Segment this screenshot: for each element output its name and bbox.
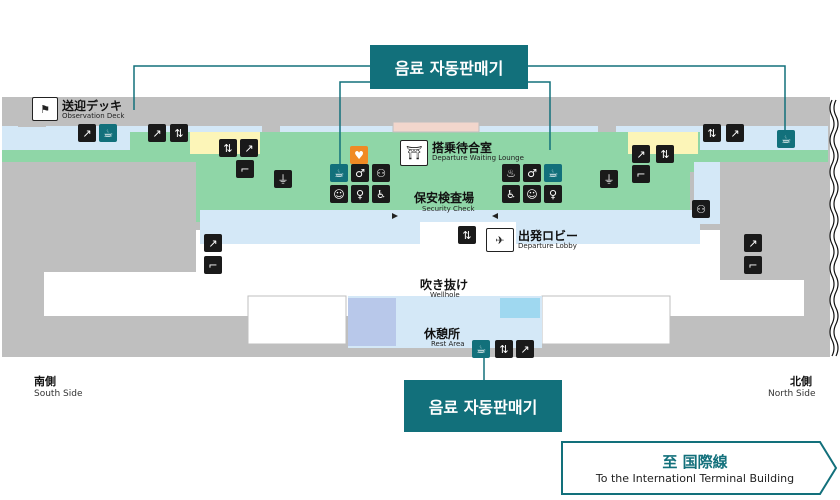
leader-top-mid-right [528, 81, 551, 150]
wheelchair-icon: ♿ [372, 185, 390, 203]
stairs-icon: ⌐ [204, 256, 222, 274]
rest-right-block [541, 295, 671, 345]
elevator-icon: ⇅ [219, 139, 237, 157]
restroom-icon: ⚇ [692, 200, 710, 218]
wellhole-sublabel: Wellhole [430, 291, 460, 299]
restroom-icon: ♂ [351, 164, 369, 182]
elevator-icon: ⇅ [656, 145, 674, 163]
pillar-2 [262, 97, 280, 132]
elevator-icon: ⇅ [170, 124, 188, 142]
baby-icon: ☺ [523, 185, 541, 203]
escalator-icon: ↗ [148, 124, 166, 142]
north-side-sublabel: North Side [768, 389, 816, 399]
escalator-icon: ↗ [726, 124, 744, 142]
elevator-icon: ⇅ [703, 124, 721, 142]
rest-shaded-2 [500, 298, 540, 318]
south-side-label: 南側 [34, 375, 56, 388]
vending-callout-top: 음료 자동판매기 [370, 45, 528, 89]
lounge-icon: ⛩ [400, 140, 428, 166]
direction-arrow-shape [561, 441, 838, 495]
arrow-right-marker [492, 213, 498, 219]
elevator-icon: ⇅ [458, 226, 476, 244]
upper-green-right [690, 150, 828, 162]
observation-deck-icon: ⚑ [32, 97, 58, 121]
escalator-icon: ↗ [744, 234, 762, 252]
smoking-icon: ♨ [502, 164, 520, 182]
north-side-label: 北側 [790, 375, 812, 388]
pillar-3 [598, 97, 616, 132]
restroom-icon: ♀ [351, 185, 369, 203]
escalator-icon: ↗ [204, 234, 222, 252]
observation-deck-label: 送迎デッキ [62, 99, 123, 113]
wheelchair-icon: ♿ [502, 185, 520, 203]
cup-icon: ☕ [99, 124, 117, 142]
leader-top-right [528, 65, 786, 130]
cup-icon: ☕ [777, 130, 795, 148]
departure-waiting-label: 搭乗待合室 [432, 141, 493, 155]
escalator-icon: ↗ [240, 139, 258, 157]
north-room [720, 162, 828, 280]
restroom-icon: ♀ [544, 185, 562, 203]
departure-lobby-label: 出発ロビー [518, 229, 579, 243]
south-room [36, 162, 196, 272]
leader-top-mid-left [339, 81, 370, 168]
escalator-icon: ↗ [78, 124, 96, 142]
departure-lobby-sublabel: Departure Lobby [518, 242, 577, 250]
security-check-sublabel: Security Check [422, 205, 475, 213]
cup-icon: ☕ [544, 164, 562, 182]
direction-sublabel: To the Internationl Terminal Building [595, 472, 795, 485]
arrow-left-marker [392, 213, 398, 219]
direction-label: 至 国際線 [662, 453, 728, 471]
escalator-icon: ↗ [516, 340, 534, 358]
restroom-icon: ⚇ [372, 164, 390, 182]
cup-icon: ☕ [472, 340, 490, 358]
departure-waiting-sublabel: Departure Waiting Lounge [432, 154, 524, 162]
restroom-icon: ♂ [523, 164, 541, 182]
wellhole-label: 吹き抜け [420, 278, 469, 292]
shop-top [392, 121, 480, 133]
stairs-icon: ⌐ [632, 165, 650, 183]
south-side-sublabel: South Side [34, 389, 83, 399]
vending-callout-bottom: 음료 자동판매기 [404, 380, 562, 432]
cup-icon: ☕ [330, 164, 348, 182]
security-check-label: 保安検査場 [414, 191, 475, 205]
rest-left-block [247, 295, 347, 345]
leader-top-left [133, 65, 370, 110]
rest-shaded [348, 298, 396, 346]
elevator-icon: ⇅ [495, 340, 513, 358]
stairs-icon: ⌐ [236, 160, 254, 178]
outlet-icon: ⏚ [274, 170, 292, 188]
plane-icon: ✈ [486, 228, 514, 252]
upper-green-left [2, 150, 152, 162]
rest-area-sublabel: Rest Area [431, 340, 465, 348]
map-cut-edge [829, 99, 835, 357]
observation-deck-sublabel: Observation Deck [62, 112, 125, 120]
escalator-icon: ↗ [632, 145, 650, 163]
outlet-icon: ⏚ [600, 170, 618, 188]
aed-icon: ♥ [350, 146, 368, 164]
map-cut-edge-2 [833, 99, 839, 357]
baby-icon: ☺ [330, 185, 348, 203]
stairs-icon: ⌐ [744, 256, 762, 274]
rest-area-label: 休憩所 [424, 327, 461, 341]
